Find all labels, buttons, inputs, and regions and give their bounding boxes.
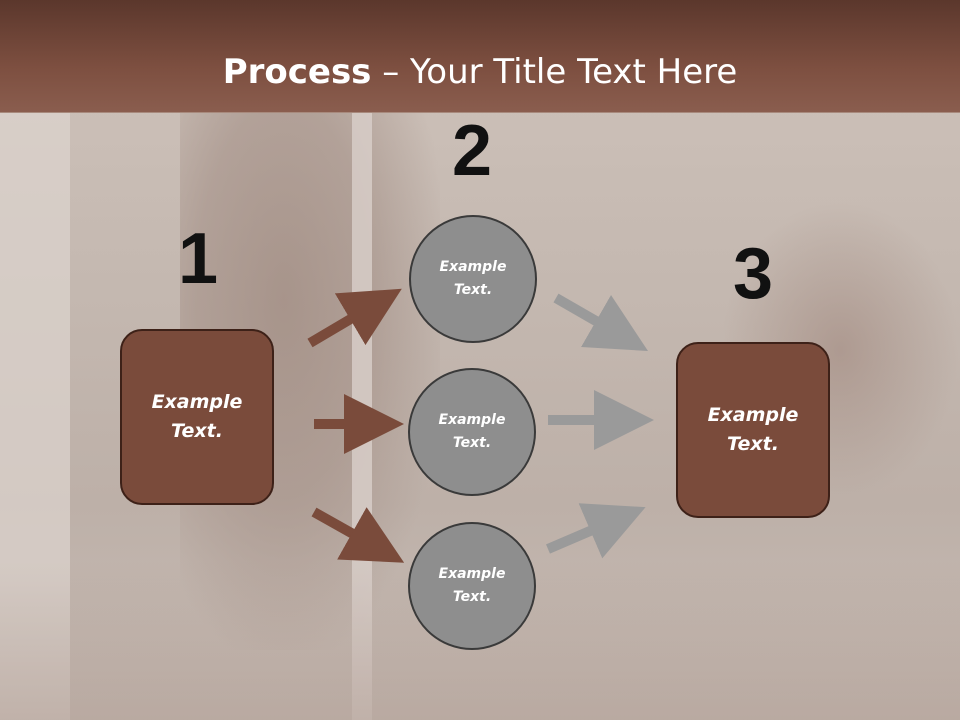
left-box: Example Text. <box>120 329 274 505</box>
arrow-left-to-circle-1 <box>307 288 402 348</box>
circle-2-text: Example Text. <box>438 412 506 451</box>
title-bold: Process <box>222 52 372 92</box>
slide-title: Process – Your Title Text Here <box>0 52 960 92</box>
arrow-circle-1-to-right <box>553 293 648 351</box>
arrow-left-to-circle-3 <box>311 507 405 563</box>
circle-1: Example Text. <box>409 215 537 343</box>
circle-3-text: Example Text. <box>438 566 506 605</box>
step-number-1: 1 <box>177 219 219 299</box>
step-number-2: 2 <box>451 111 493 191</box>
arrow-circle-3-to-right <box>546 503 646 559</box>
title-rest: – Your Title Text Here <box>371 52 738 92</box>
right-box-text: Example Text. <box>707 404 799 455</box>
left-box-text: Example Text. <box>151 391 243 442</box>
step-number-3: 3 <box>732 234 774 314</box>
circle-3: Example Text. <box>408 522 536 650</box>
title-bar: Process – Your Title Text Here <box>0 0 960 113</box>
circle-2: Example Text. <box>408 368 536 496</box>
circle-1-text: Example Text. <box>439 259 507 298</box>
right-box: Example Text. <box>676 342 830 518</box>
